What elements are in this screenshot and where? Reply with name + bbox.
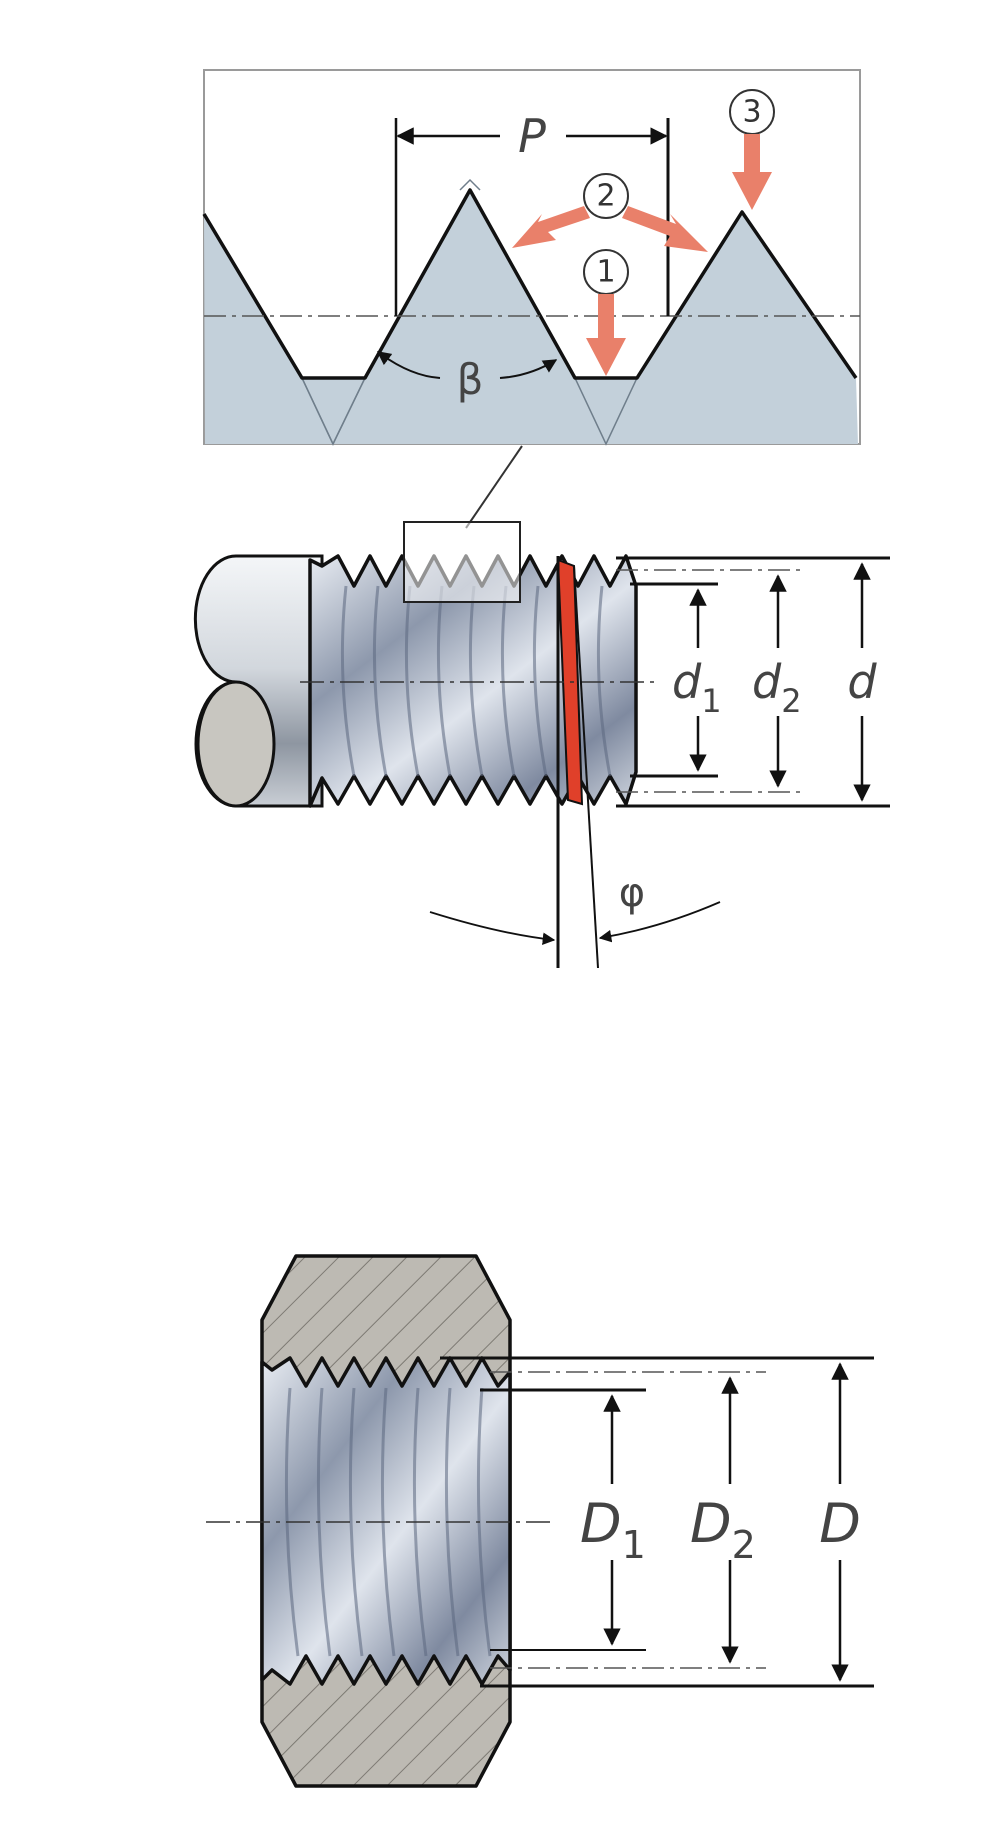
D2-label: D2 <box>690 1492 756 1567</box>
lead-angle-inclined <box>573 565 599 969</box>
detail-leader-line <box>465 445 523 529</box>
bolt-view: d1 d2 d φ <box>193 521 890 969</box>
bolt-end-face <box>196 680 276 808</box>
bolt-helix-streaks <box>340 585 612 777</box>
detail-window <box>403 521 521 603</box>
lead-angle-label: φ <box>619 870 645 916</box>
lead-angle-arc <box>429 911 556 946</box>
D1-label: D1 <box>580 1492 646 1567</box>
flank-angle-label: β <box>457 355 484 404</box>
nut-helix-streaks <box>284 1387 492 1657</box>
svg-text:3: 3 <box>742 95 761 130</box>
d1-label: d1 <box>672 655 722 720</box>
flank-angle-arc <box>376 351 441 379</box>
marker-3: 3 <box>729 89 775 210</box>
svg-text:1: 1 <box>596 255 615 290</box>
nut-view: D1 D2 D <box>206 1254 874 1788</box>
profile-outline <box>202 188 858 380</box>
d-label: d <box>847 655 877 709</box>
d2-label: d2 <box>752 655 802 720</box>
marker-1: 1 <box>583 249 629 376</box>
D-label: D <box>819 1492 861 1555</box>
svg-text:2: 2 <box>596 179 615 214</box>
pitch-label: P <box>518 109 546 163</box>
marker-2: 2 <box>512 173 708 252</box>
thread-profile-detail: P β 3 2 1 <box>202 69 861 446</box>
profile-shape <box>204 190 858 444</box>
